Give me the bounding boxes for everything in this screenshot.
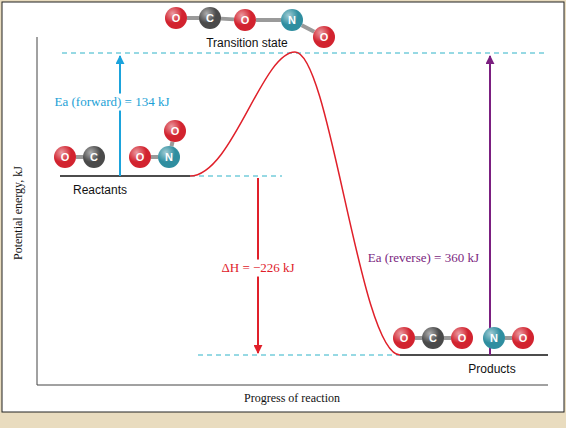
x-axis [37,385,548,386]
atom-symbol: O [519,333,528,344]
atom-sphere: O [54,146,76,168]
state-label: Products [468,363,515,377]
atom-symbol: C [90,152,98,163]
atom-symbol: C [206,13,214,24]
atom-sphere: N [483,327,505,349]
atom-sphere: O [165,7,187,29]
atom-symbol: O [320,32,329,43]
energy-label: Ea (forward) = 134 kJ [52,94,173,111]
state-label: Transition state [206,37,288,51]
activation-arrow [119,56,121,176]
atom-symbol: N [490,333,498,344]
atom-sphere: O [512,327,534,349]
axis-title: Potential energy, kJ [12,166,26,260]
energy-label: ΔH = −226 kJ [218,260,297,277]
chemical-bond [505,336,512,340]
atom-symbol: N [288,15,296,26]
chemical-bond [302,25,315,32]
atom-sphere: O [451,327,473,349]
activation-arrow [489,56,491,355]
chemical-bond [221,17,234,22]
atom-symbol: O [241,15,250,26]
guide-line [190,176,282,177]
atom-sphere: C [83,146,105,168]
atom-sphere: O [313,26,335,48]
plot-ground [2,2,564,412]
atom-symbol: N [165,152,173,163]
atom-symbol: O [400,333,409,344]
chemical-bond [76,155,83,159]
atom-sphere: O [234,9,256,31]
atom-symbol: O [136,152,145,163]
atom-sphere: N [158,146,180,168]
energy-curve [190,52,400,355]
chemical-bond [187,16,199,20]
chemical-bond [444,336,451,340]
state-label: Reactants [73,184,127,198]
energy-level [400,354,548,356]
y-axis [37,37,38,385]
chemical-bond [151,155,158,159]
energy-level [60,175,190,177]
atom-sphere: N [281,9,303,31]
axis-title: Progress of reaction [244,392,340,406]
atom-sphere: O [164,120,186,142]
atom-symbol: O [171,126,180,137]
atom-symbol: O [172,13,181,24]
guide-line [198,355,400,356]
atom-sphere: O [129,146,151,168]
chemical-bond [415,336,422,340]
atom-symbol: C [429,333,437,344]
chemical-bond [256,18,281,22]
energy-label: Ea (reverse) = 360 kJ [365,250,482,267]
atom-symbol: O [458,333,467,344]
atom-sphere: O [393,327,415,349]
guide-line [62,53,548,54]
atom-sphere: C [422,327,444,349]
atom-symbol: O [61,152,70,163]
atom-sphere: C [199,7,221,29]
